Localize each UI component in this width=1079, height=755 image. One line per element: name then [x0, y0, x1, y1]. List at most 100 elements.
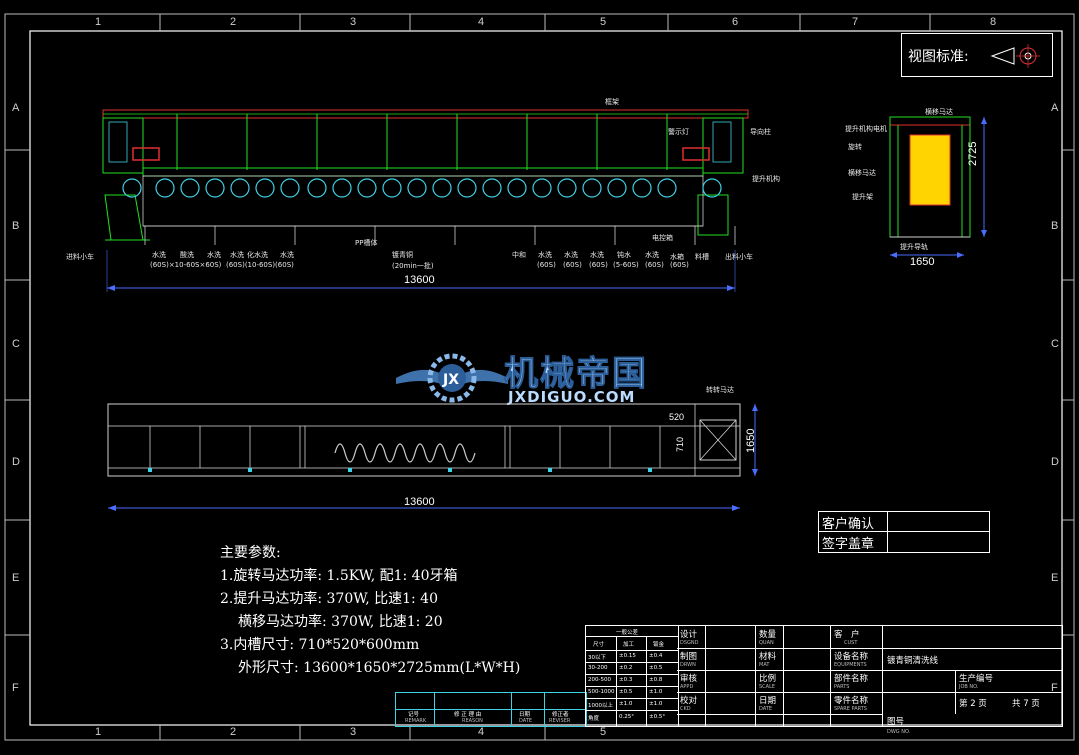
label-water-tank: 水箱 [670, 253, 684, 261]
tol-r3-c2: ±1.0 [649, 689, 663, 695]
tolerance-table: 一般公差 尺寸 加工 钣金 30以下 ±0.15 ±0.4 30-200 ±0.… [585, 625, 679, 727]
client-confirm-box: 客户确认 签字盖章 [818, 511, 990, 553]
tol-r2-c1: ±0.3 [619, 677, 633, 683]
tol-head-1: 加工 [623, 642, 635, 648]
zone-col-8: 8 [990, 16, 997, 28]
projection-symbol-icon [990, 44, 1040, 68]
zone-col-4: 4 [478, 16, 485, 28]
label-water-wash-3: 水洗 [230, 251, 244, 259]
params-line-2: 2.提升马达功率: 370W, 比速1: 40 [220, 591, 438, 607]
tb-draw-s: DRWN [680, 662, 696, 668]
tol-r3-c0: 500-1000 [588, 689, 615, 695]
tol-r4-c0: 1000以上 [588, 703, 613, 709]
label-plating-time: (20min一批) [392, 262, 434, 270]
side-label-d: 提升架 [852, 193, 873, 201]
rev-h1: 记号 [408, 712, 420, 718]
tb-equip: 设备名称 [834, 652, 869, 662]
tb-job: 生产编号 [959, 674, 994, 684]
label-specs-6: (5-60S) [613, 261, 639, 269]
side-label-a: 提升机构电机 [845, 125, 887, 133]
label-water-wash-6: 水洗 [564, 251, 578, 259]
front-elevation-drawing [102, 109, 749, 292]
tb-qty-s: QUAN [759, 640, 774, 646]
label-specs-2: (60S)(10-60S)(60S) [226, 261, 294, 269]
rev-h4s: REVISER [549, 718, 571, 724]
tb-scale: 比例 [759, 674, 777, 684]
params-line-1: 1.旋转马达功率: 1.5KW, 配1: 40牙箱 [220, 568, 458, 584]
side-label-b: 旋转 [848, 143, 862, 151]
label-water-wash-5: 水洗 [538, 251, 552, 259]
tb-design: 设计 [680, 630, 698, 640]
title-block: 设计 DSGND 制图 DRWN 审核 APPD 校对 CKD 数量 QUAN … [677, 625, 1063, 727]
tb-material: 材料 [759, 652, 777, 662]
tol-r5-c1: 0.25° [619, 714, 634, 720]
zone-row-f-right: F [1051, 682, 1058, 694]
tb-scale-s: SCALE [759, 684, 776, 690]
label-lamp: 警示灯 [668, 128, 689, 136]
gear-wings-logo-icon: JX [396, 353, 508, 403]
tol-r4-c1: ±1.0 [619, 701, 633, 707]
label-specs-7: (60S) [645, 261, 664, 269]
side-label-top: 横移马达 [925, 108, 953, 116]
zone-col-2: 2 [230, 16, 237, 28]
zone-col-5: 5 [600, 16, 607, 28]
tb-client-s: CUST [844, 640, 858, 646]
plan-width-dimension: 1650 [745, 428, 757, 453]
client-confirm-label: 客户确认 [822, 517, 875, 532]
plan-dim-520: 520 [669, 412, 685, 422]
watermark-url: JXDIGUO.COM [508, 388, 636, 406]
tol-r1-c1: ±0.2 [619, 665, 633, 671]
label-passivate: 钝水 [617, 251, 631, 259]
label-acid: 酸洗 [180, 251, 194, 259]
tb-drawing-no: 图号 [887, 717, 905, 727]
top-length-dimension: 13600 [404, 274, 435, 286]
zone-col-4-bottom: 4 [478, 726, 485, 738]
tol-r1-c2: ±0.5 [649, 665, 663, 671]
label-drive: 提升机构 [752, 175, 780, 183]
side-elevation-drawing [889, 116, 987, 258]
tb-approve-s: APPD [680, 684, 694, 690]
label-load-cart: 进料小车 [66, 253, 94, 261]
tb-equip-s: EQUIPMENTS [834, 662, 867, 668]
rev-h2: 修 正 理 由 [454, 712, 482, 718]
tb-check-s: CKD [680, 706, 691, 712]
label-specs-8: (60S) [670, 261, 689, 269]
tol-head-0: 尺寸 [593, 642, 605, 648]
side-label-e: 提升导轨 [900, 243, 928, 251]
label-specs-3: (60S) [537, 261, 556, 269]
view-standard-box: 视图标准: [901, 33, 1053, 77]
plan-length-dimension: 13600 [404, 496, 435, 508]
view-standard-label: 视图标准: [908, 49, 969, 65]
zone-col-7: 7 [852, 16, 859, 28]
tb-draw: 制图 [680, 652, 698, 662]
tb-part-s: PARTS [834, 684, 850, 690]
label-specs-1: (60S)×10-60S×60S) [150, 261, 222, 269]
tb-page: 第 2 页 [959, 699, 987, 709]
tb-date: 日期 [759, 696, 777, 706]
label-specs-4: (60S) [563, 261, 582, 269]
label-water-wash-1: 水洗 [152, 251, 166, 259]
zone-row-e: E [12, 572, 20, 584]
zone-col-3: 3 [350, 16, 357, 28]
tb-client: 客 户 [834, 630, 860, 640]
rev-h3: 日期 [519, 712, 531, 718]
tb-total: 共 7 页 [1012, 699, 1040, 709]
watermark-logo: JX 机械帝国 JXDIGUO.COM [392, 344, 692, 408]
tol-r2-c0: 200-500 [588, 677, 611, 683]
tol-r5-c2: ±0.5° [649, 714, 666, 720]
tol-head-2: 钣金 [653, 642, 665, 648]
label-pp-tank: PP槽体 [355, 239, 378, 247]
zone-row-c-right: C [1051, 338, 1059, 350]
params-line-4: 3.内槽尺寸: 710*520*600mm [220, 637, 420, 653]
rev-h3s: DATE [519, 718, 533, 724]
zone-row-e-right: E [1051, 572, 1059, 584]
params-title: 主要参数: [220, 545, 281, 561]
tb-approve: 审核 [680, 674, 698, 684]
plan-dim-710: 710 [675, 436, 685, 452]
tb-spare: 零件名称 [834, 696, 869, 706]
zone-row-a: A [12, 102, 20, 114]
label-water-wash-2: 水洗 [207, 251, 221, 259]
tb-qty: 数量 [759, 630, 777, 640]
main-parameters: 主要参数: 1.旋转马达功率: 1.5KW, 配1: 40牙箱 2.提升马达功率… [220, 542, 520, 680]
